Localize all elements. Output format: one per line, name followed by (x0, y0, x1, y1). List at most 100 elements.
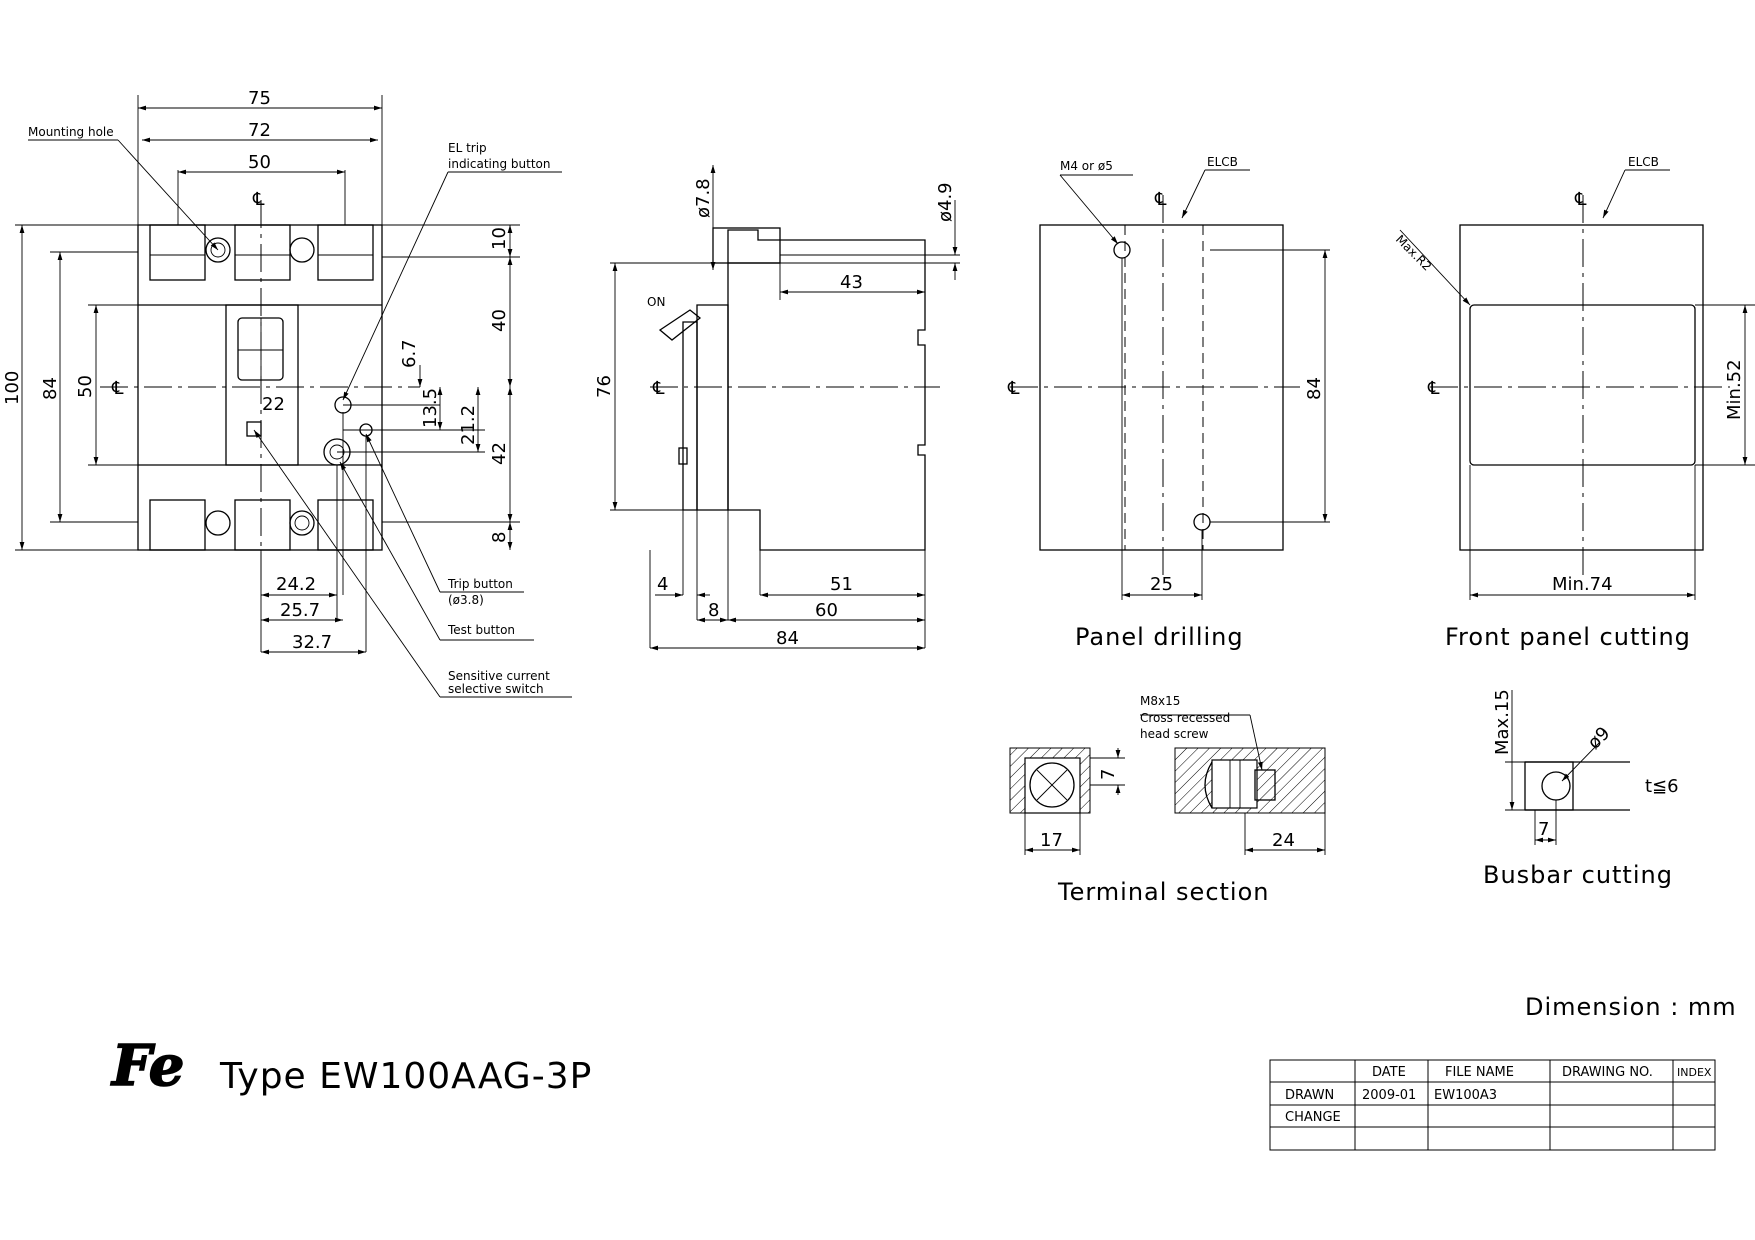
dim-7-terminal: 7 (1098, 769, 1119, 780)
dim-100: 100 (2, 371, 23, 405)
screw-head-icon (1204, 761, 1213, 809)
dim-84-side: 84 (776, 628, 799, 649)
front-view: ℄ ℄ 75 72 50 100 84 50 10 40 42 (2, 88, 572, 698)
terminal-screw-icon (1029, 762, 1075, 808)
dim-8: 8 (489, 532, 510, 543)
dim-22: 22 (262, 394, 285, 415)
terminal-top-1 (149, 224, 206, 281)
terminal-bottom-2 (234, 499, 291, 551)
terminal-section: 7 17 M8x15 Cross recessed head screw 24 … (1009, 694, 1326, 906)
label-test-button: Test button (447, 623, 515, 637)
dim-76: 76 (594, 375, 615, 398)
dim-24: 24 (1272, 830, 1295, 851)
title-block-header-index: INDEX (1677, 1066, 1712, 1079)
dim-21-2: 21.2 (458, 405, 479, 445)
label-el-trip-1: EL trip (448, 141, 487, 155)
title-block-row-change: CHANGE (1285, 1110, 1341, 1125)
label-trip-button-1: Trip button (447, 577, 513, 591)
busbar-cutting: ø9 Max.15 7 t≦6 Busbar cutting (1483, 689, 1679, 889)
dim-60: 60 (815, 600, 838, 621)
title-block-date-value: 2009-01 (1362, 1088, 1416, 1103)
dim-17: 17 (1040, 830, 1063, 851)
label-screw: M4 or ø5 (1060, 159, 1113, 173)
dimension-note: Dimension : mm (1525, 993, 1737, 1021)
dim-dia-4-9: ø4.9 (935, 182, 956, 222)
centerline-symbol: ℄ (1007, 378, 1020, 399)
dim-84: 84 (40, 377, 61, 400)
title-block-file-value: EW100A3 (1434, 1088, 1497, 1103)
label-sensitive-2: selective switch (448, 682, 544, 696)
dim-10: 10 (489, 227, 510, 250)
sensitivity-switch-icon (246, 421, 262, 437)
drill-hole-bottom-icon (1193, 513, 1211, 531)
mounting-hole-icon (205, 237, 231, 263)
brand-logo: Fe (109, 1032, 185, 1100)
dim-40: 40 (489, 309, 510, 332)
terminal-top-3 (317, 224, 374, 281)
busbar-icon (1524, 761, 1574, 811)
caption-panel-drilling: Panel drilling (1075, 623, 1244, 651)
dim-84-panel: 84 (1304, 377, 1325, 400)
label-trip-button-2: (ø3.8) (448, 593, 484, 607)
drill-hole-top-icon (1113, 241, 1131, 259)
centerline-symbol: ℄ (1427, 378, 1440, 399)
label-head-screw: head screw (1140, 727, 1209, 741)
dim-43: 43 (840, 272, 863, 293)
centerline-symbol: ℄ (1154, 189, 1167, 210)
label-sensitive-1: Sensitive current (448, 669, 550, 683)
label-elcb-2: ELCB (1628, 155, 1659, 169)
busbar-hole-icon (1541, 771, 1571, 801)
fe-logo-icon: Fe (110, 1033, 184, 1099)
type-label: Type EW100AAG-3P (219, 1056, 592, 1097)
side-handle-icon (658, 309, 702, 341)
side-body-outline (727, 229, 926, 551)
label-el-trip-2: indicating button (448, 157, 551, 171)
dim-max-15: Max.15 (1492, 689, 1513, 755)
dim-42: 42 (489, 442, 510, 465)
label-m8x15: M8x15 (1140, 694, 1180, 708)
dim-dia-7-8: ø7.8 (693, 178, 714, 218)
label-max-r2: Max.R2 (1393, 232, 1434, 273)
dim-51: 51 (830, 574, 853, 595)
dim-25: 25 (1150, 574, 1173, 595)
dim-8-side: 8 (708, 600, 719, 621)
terminal-top-2 (234, 224, 291, 281)
side-top-block (712, 227, 781, 264)
title-block-row-drawn: DRAWN (1285, 1088, 1334, 1103)
dim-75: 75 (248, 88, 271, 109)
label-thickness: t≦6 (1645, 776, 1679, 797)
title-block-header-file-name: FILE NAME (1445, 1065, 1514, 1080)
dim-6-7: 6.7 (399, 339, 420, 368)
dim-50-left: 50 (75, 375, 96, 398)
handle-frame (225, 304, 299, 466)
dim-72: 72 (248, 120, 271, 141)
terminal-bottom-1 (149, 499, 206, 551)
dim-50-top: 50 (248, 152, 271, 173)
side-front-cover (696, 304, 729, 511)
centerline-symbol: ℄ (652, 378, 665, 399)
title-block: DATE FILE NAME DRAWING NO. INDEX DRAWN 2… (1269, 1059, 1716, 1151)
dim-32-7: 32.7 (292, 632, 332, 653)
dim-13-5: 13.5 (420, 388, 441, 428)
dim-25-7: 25.7 (280, 600, 320, 621)
caption-busbar-cutting: Busbar cutting (1483, 861, 1673, 889)
title-block-header-drawing-no: DRAWING NO. (1562, 1065, 1653, 1080)
title-block-header-date: DATE (1372, 1065, 1406, 1080)
label-mounting-hole: Mounting hole (28, 125, 114, 139)
label-min-74: Min.74 (1552, 574, 1613, 595)
label-on: ON (647, 295, 665, 309)
centerline-symbol: ℄ (111, 378, 124, 399)
front-panel-cutting: ℄ ℄ ELCB Max.R2 Min.52 Min.74 Front pane… (1393, 155, 1755, 651)
side-view: ℄ ON ø7.8 ø4.9 43 76 4 51 8 60 84 (594, 165, 960, 651)
label-cross-recessed: Cross recessed (1140, 711, 1230, 725)
label-elcb: ELCB (1207, 155, 1238, 169)
dim-7-busbar: 7 (1538, 819, 1549, 840)
centerline-symbol: ℄ (252, 189, 265, 210)
terminal-bottom-3 (317, 499, 374, 551)
panel-drilling: ℄ ℄ M4 or ø5 ELCB 84 25 Panel drilling (1007, 155, 1330, 651)
caption-front-panel-cutting: Front panel cutting (1445, 623, 1691, 651)
dim-dia-9: ø9 (1584, 723, 1615, 754)
centerline-symbol: ℄ (1574, 189, 1587, 210)
dim-24-2: 24.2 (276, 574, 316, 595)
